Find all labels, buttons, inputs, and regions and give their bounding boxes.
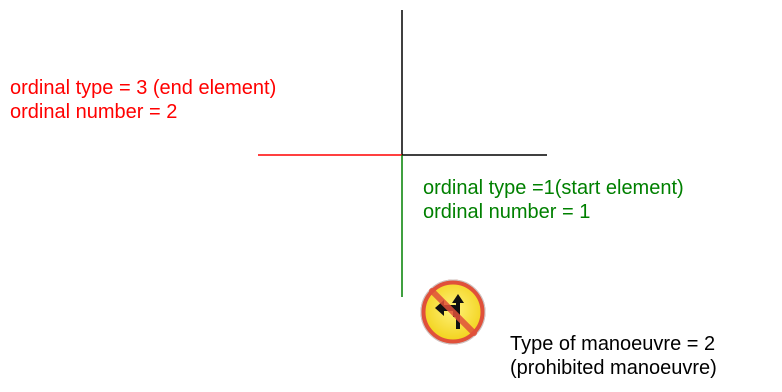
no-left-turn-sign-icon: [420, 279, 486, 345]
start-element-label: ordinal type =1(start element) ordinal n…: [423, 176, 684, 224]
manoeuvre-type-text: Type of manoeuvre = 2: [510, 333, 716, 355]
start-element-type-text: ordinal type =1(start element): [423, 177, 684, 199]
end-element-number-text: ordinal number = 2: [10, 101, 178, 123]
manoeuvre-label: Type of manoeuvre = 2 (prohibited manoeu…: [510, 332, 717, 380]
end-element-type-text: ordinal type = 3 (end element): [10, 77, 277, 99]
start-element-number-text: ordinal number = 1: [423, 201, 591, 223]
manoeuvre-description-text: (prohibited manoeuvre): [510, 357, 717, 379]
end-element-label: ordinal type = 3 (end element) ordinal n…: [10, 76, 276, 124]
